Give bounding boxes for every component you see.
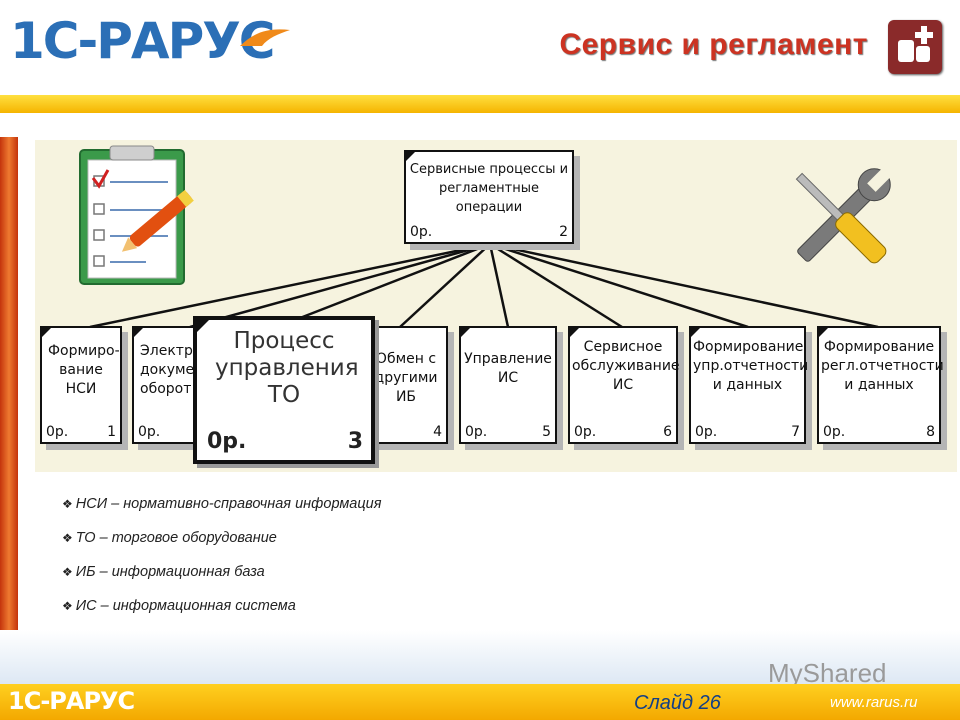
process-number: 6 bbox=[663, 424, 672, 440]
process-number: 1 bbox=[107, 424, 116, 440]
process-label: Формирование упр.отчетности и данных bbox=[693, 339, 809, 393]
process-number: 3 bbox=[347, 429, 363, 454]
slide-title: Сервис и регламент bbox=[559, 28, 868, 61]
process-box-3-zoomed: Процесс управления ТО 0р. 3 bbox=[193, 316, 375, 464]
footer-bar bbox=[0, 684, 960, 720]
box-corner-marker bbox=[42, 328, 51, 337]
process-label: Процесс управления ТО bbox=[215, 328, 359, 408]
first-aid-kit-icon bbox=[888, 20, 942, 74]
process-box-7: Формирование упр.отчетности и данных 0р.… bbox=[689, 326, 809, 444]
wrench-screwdriver-icon bbox=[795, 167, 892, 264]
box-corner-marker bbox=[197, 320, 209, 332]
process-label: Сервисное обслуживание ИС bbox=[572, 339, 680, 393]
legend-item: ❖НСИ – нормативно-справочная информация bbox=[62, 496, 382, 512]
website-link[interactable]: www.rarus.ru bbox=[830, 694, 918, 711]
bullet-icon: ❖ bbox=[62, 531, 73, 545]
bullet-icon: ❖ bbox=[62, 565, 73, 579]
legend-item: ❖ИБ – информационная база bbox=[62, 564, 265, 580]
process-cost: 0р. bbox=[823, 424, 846, 440]
process-cost: 0р. bbox=[46, 424, 69, 440]
abbreviation-legend: ❖НСИ – нормативно-справочная информация … bbox=[62, 496, 381, 632]
process-box-1: Формиро-вание НСИ 0р. 1 bbox=[40, 326, 122, 444]
process-cost: 0р. bbox=[207, 429, 247, 454]
process-number: 8 bbox=[926, 424, 935, 440]
box-corner-marker bbox=[819, 328, 828, 337]
process-box-8: Формирование регл.отчетности и данных 0р… bbox=[817, 326, 944, 444]
bullet-icon: ❖ bbox=[62, 599, 73, 613]
clipboard-checklist-icon bbox=[79, 145, 194, 285]
process-label: Формирование регл.отчетности и данных bbox=[821, 339, 944, 393]
process-cost: 0р. bbox=[695, 424, 718, 440]
process-box-root: Сервисные процессы и регламентные операц… bbox=[404, 150, 574, 244]
process-number: 2 bbox=[559, 224, 568, 240]
logo-swoosh-icon bbox=[240, 29, 290, 46]
box-corner-marker bbox=[691, 328, 700, 337]
process-cost: 0р. bbox=[465, 424, 488, 440]
box-corner-marker bbox=[134, 328, 143, 337]
process-number: 4 bbox=[433, 424, 442, 440]
process-number: 5 bbox=[542, 424, 551, 440]
footer-background bbox=[0, 630, 960, 684]
process-label: Формиро-вание НСИ bbox=[48, 343, 120, 397]
process-label: Обмен с другими ИБ bbox=[374, 351, 438, 405]
box-corner-marker bbox=[406, 152, 415, 161]
header-stripe bbox=[0, 95, 960, 113]
box-corner-marker bbox=[461, 328, 470, 337]
process-cost: 0р. bbox=[138, 424, 161, 440]
bullet-icon: ❖ bbox=[62, 497, 73, 511]
legend-item: ❖ИС – информационная система bbox=[62, 598, 296, 614]
company-logo: 1С-РАРУС bbox=[10, 12, 275, 70]
process-label: Сервисные процессы и регламентные операц… bbox=[409, 162, 569, 215]
process-cost: 0р. bbox=[410, 224, 433, 240]
process-box-5: Управление ИС 0р. 5 bbox=[459, 326, 557, 444]
process-number: 7 bbox=[791, 424, 800, 440]
legend-item: ❖ТО – торговое оборудование bbox=[62, 530, 277, 546]
footer-logo: 1С-РАРУС bbox=[8, 687, 135, 715]
slide-number: Слайд 26 bbox=[634, 692, 721, 714]
watermark: MyShared bbox=[768, 658, 887, 688]
side-stripe bbox=[0, 137, 18, 663]
process-box-6: Сервисное обслуживание ИС 0р. 6 bbox=[568, 326, 680, 444]
process-label: Управление ИС bbox=[464, 351, 552, 386]
process-cost: 0р. bbox=[574, 424, 597, 440]
box-corner-marker bbox=[570, 328, 579, 337]
